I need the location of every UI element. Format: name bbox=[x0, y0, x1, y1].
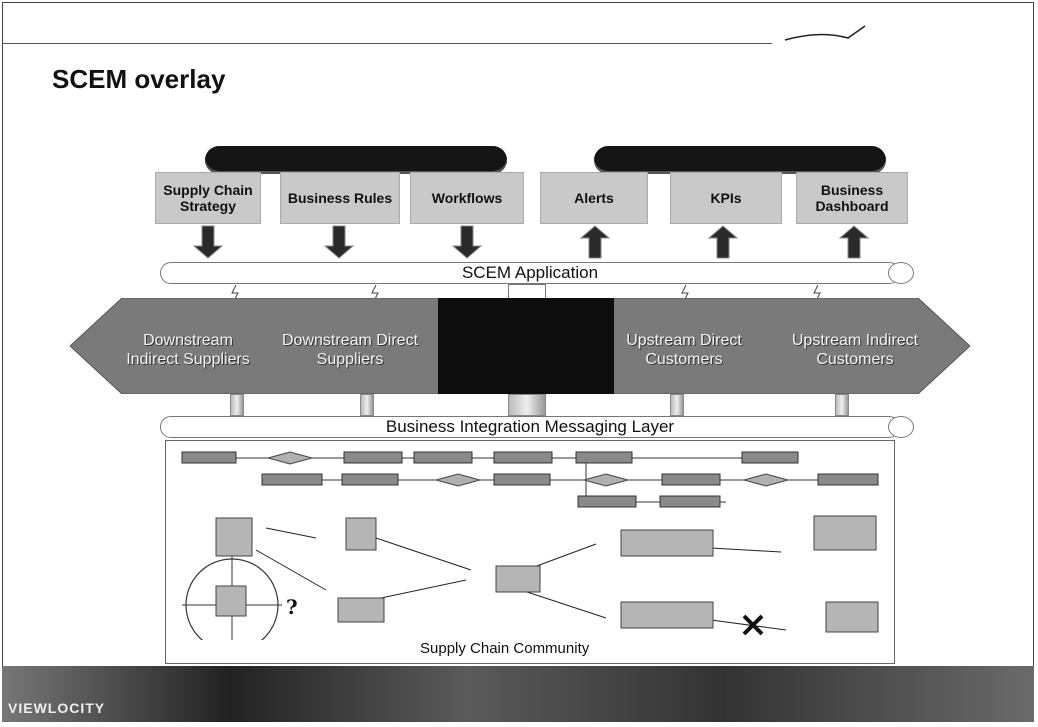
footer-banner bbox=[2, 666, 1034, 722]
segment-downstream-direct-suppliers: Downstream Direct Suppliers bbox=[281, 332, 419, 368]
broken-link-x-icon bbox=[742, 614, 764, 636]
segment-upstream-direct-customers: Upstream Direct Customers bbox=[626, 332, 742, 368]
lightning-icon bbox=[231, 284, 239, 302]
scem-application-bus: SCEM Application bbox=[160, 262, 900, 284]
lightning-icon bbox=[371, 284, 379, 302]
kpis-box: KPIs bbox=[670, 172, 782, 224]
supplier-building-icon bbox=[215, 585, 247, 617]
supply-chain-strategy-box: Supply Chain Strategy bbox=[155, 172, 261, 224]
business-integration-messaging-bus: Business Integration Messaging Layer bbox=[160, 416, 900, 438]
question-mark: ? bbox=[286, 595, 298, 619]
flow-arrows bbox=[192, 225, 870, 259]
community-label: Supply Chain Community bbox=[420, 640, 590, 657]
pipe bbox=[508, 394, 546, 416]
segment-upstream-indirect-customers: Upstream Indirect Customers bbox=[791, 332, 919, 368]
lightning-icon bbox=[813, 284, 821, 302]
up-arrow-icon bbox=[579, 225, 611, 259]
business-dashboard-box: Business Dashboard bbox=[796, 172, 908, 224]
lightning-icon bbox=[681, 284, 689, 302]
scem-bus-end-cap bbox=[888, 262, 914, 284]
down-arrow-icon bbox=[192, 225, 224, 259]
header-rule bbox=[2, 43, 772, 44]
warehouse-icon bbox=[620, 601, 714, 629]
up-arrow-icon bbox=[838, 225, 870, 259]
factory-icon bbox=[337, 597, 385, 623]
segment-downstream-indirect-suppliers: Downstream Indirect Suppliers bbox=[126, 332, 250, 368]
supply-network-graph: ? bbox=[182, 515, 879, 640]
event-connectors bbox=[231, 284, 821, 302]
segment-core bbox=[438, 312, 614, 388]
process-flow bbox=[181, 451, 879, 508]
output-group-bar bbox=[594, 146, 886, 174]
pipe bbox=[360, 394, 374, 416]
workflows-box: Workflows bbox=[410, 172, 524, 224]
supplier-building-icon bbox=[215, 517, 253, 557]
down-arrow-icon bbox=[451, 225, 483, 259]
pipe bbox=[230, 394, 244, 416]
value-chain-band bbox=[70, 298, 970, 394]
header-swoosh bbox=[784, 25, 866, 41]
plant-icon bbox=[495, 565, 541, 593]
supplier-building-icon bbox=[345, 517, 377, 551]
pipe bbox=[670, 394, 684, 416]
input-group-bar bbox=[205, 146, 507, 174]
down-arrow-icon bbox=[323, 225, 355, 259]
store-icon bbox=[813, 515, 877, 551]
messaging-bus-end-cap bbox=[888, 416, 914, 438]
slide-title: SCEM overlay bbox=[52, 64, 226, 94]
up-arrow-icon bbox=[707, 225, 739, 259]
business-rules-box: Business Rules bbox=[280, 172, 400, 224]
brand-logo: VIEWLOCITY bbox=[8, 700, 106, 716]
warehouse-icon bbox=[620, 529, 714, 557]
alerts-box: Alerts bbox=[540, 172, 648, 224]
pipe bbox=[835, 394, 849, 416]
store-icon bbox=[825, 601, 879, 633]
